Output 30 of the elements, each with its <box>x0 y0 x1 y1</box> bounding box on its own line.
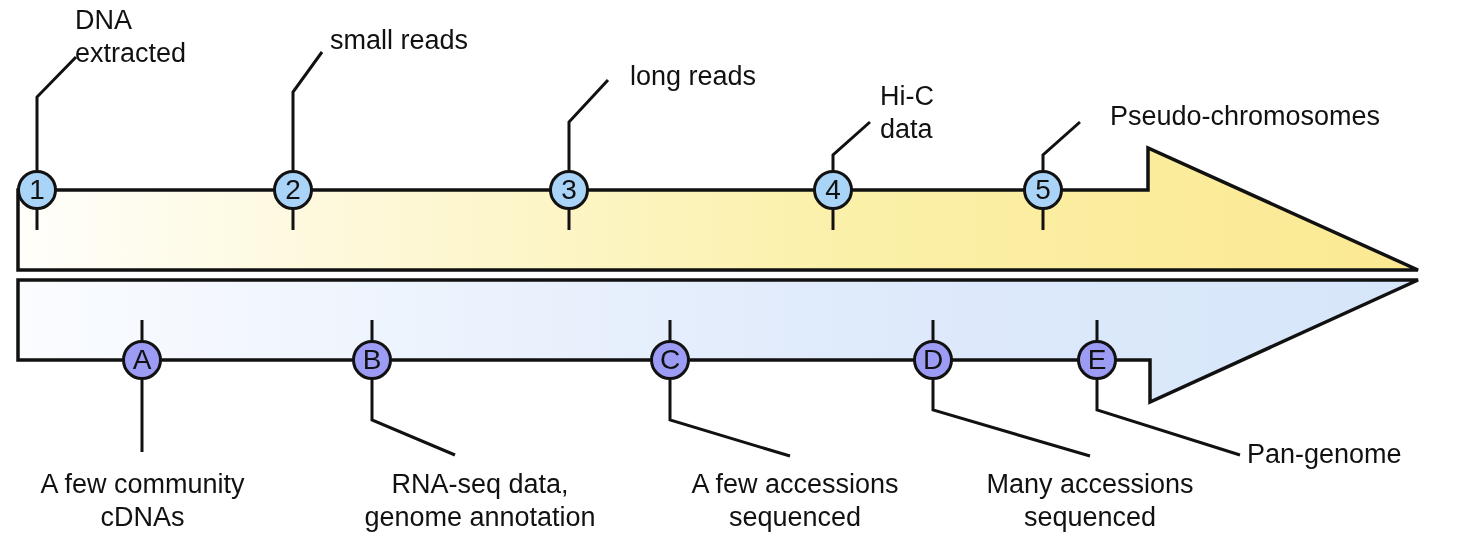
step-label: Pseudo-chromosomes <box>1110 100 1470 133</box>
leader-line <box>567 78 610 170</box>
leader-line <box>291 51 324 170</box>
step-label: RNA-seq data, genome annotation <box>345 468 615 534</box>
step-label: Pan-genome <box>1247 438 1467 471</box>
step-marker: E <box>1077 340 1117 380</box>
step-label: A few community cDNAs <box>5 468 280 534</box>
leader-line <box>668 380 791 458</box>
leader-line <box>1041 120 1081 170</box>
step-marker: 1 <box>17 170 57 210</box>
step-label: long reads <box>630 60 810 93</box>
leader-line <box>831 120 871 170</box>
leader-line <box>1095 380 1241 457</box>
leader-line <box>931 380 1091 458</box>
step-label: Hi-C data <box>880 80 980 146</box>
leader-line <box>370 380 456 457</box>
step-marker: 2 <box>273 170 313 210</box>
step-marker: D <box>913 340 953 380</box>
step-label: Many accessions sequenced <box>955 468 1225 534</box>
step-marker: 5 <box>1023 170 1063 210</box>
step-label: DNA extracted <box>75 4 205 70</box>
leader-line <box>35 55 78 170</box>
step-marker: A <box>122 340 162 380</box>
step-marker: C <box>650 340 690 380</box>
step-marker: B <box>352 340 392 380</box>
step-label: small reads <box>330 24 550 57</box>
leader-line <box>140 380 144 454</box>
step-label: A few accessions sequenced <box>670 468 920 534</box>
step-marker: 4 <box>813 170 853 210</box>
step-marker: 3 <box>549 170 589 210</box>
